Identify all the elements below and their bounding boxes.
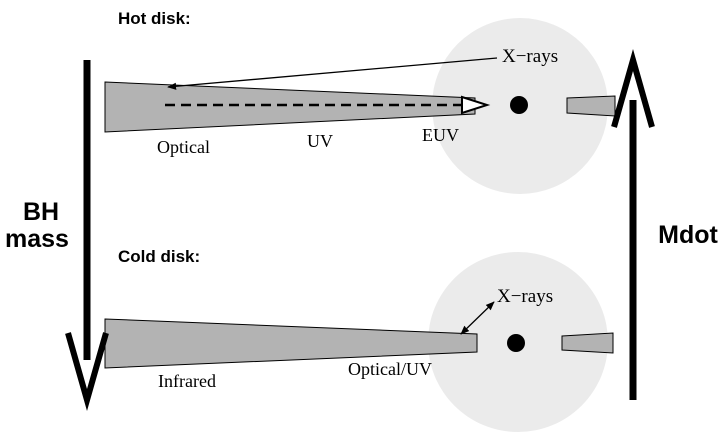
mdot-arrow-head — [611, 49, 655, 128]
cold-inner-disk — [561, 332, 614, 354]
hot-xray-arrow — [167, 57, 498, 90]
hot-uv-label: UV — [307, 131, 333, 151]
bh-mass-label-line2: mass — [5, 225, 69, 253]
hot-disk-wedge — [104, 81, 476, 133]
mdot-axis: Mdot — [611, 49, 719, 400]
hot-disk-panel: Hot disk: X−rays Optical UV EUV — [104, 9, 616, 194]
cold-xray-arrow — [460, 301, 495, 335]
cold-black-hole — [507, 334, 525, 352]
cold-disk-wedge — [104, 318, 478, 369]
bh-mass-label-line1: BH — [23, 198, 59, 226]
hot-disk-title: Hot disk: — [118, 9, 191, 28]
cold-infrared-label: Infrared — [158, 371, 216, 391]
hot-black-hole — [510, 96, 528, 114]
hot-inner-disk — [566, 95, 616, 117]
cold-optical-uv-label: Optical/UV — [348, 359, 432, 379]
mdot-label: Mdot — [658, 221, 718, 249]
hot-xrays-label: X−rays — [502, 46, 558, 67]
hot-dashed-arrow-head — [461, 95, 491, 115]
cold-disk-title: Cold disk: — [118, 247, 200, 266]
cold-xrays-label: X−rays — [497, 286, 553, 307]
hot-euv-label: EUV — [422, 125, 459, 145]
hot-optical-label: Optical — [157, 137, 210, 157]
bh-mass-arrow-head — [65, 332, 109, 411]
bh-mass-axis: BH mass — [5, 60, 109, 411]
cold-disk-panel: Cold disk: X−rays Infrared Optical/UV — [104, 247, 614, 432]
